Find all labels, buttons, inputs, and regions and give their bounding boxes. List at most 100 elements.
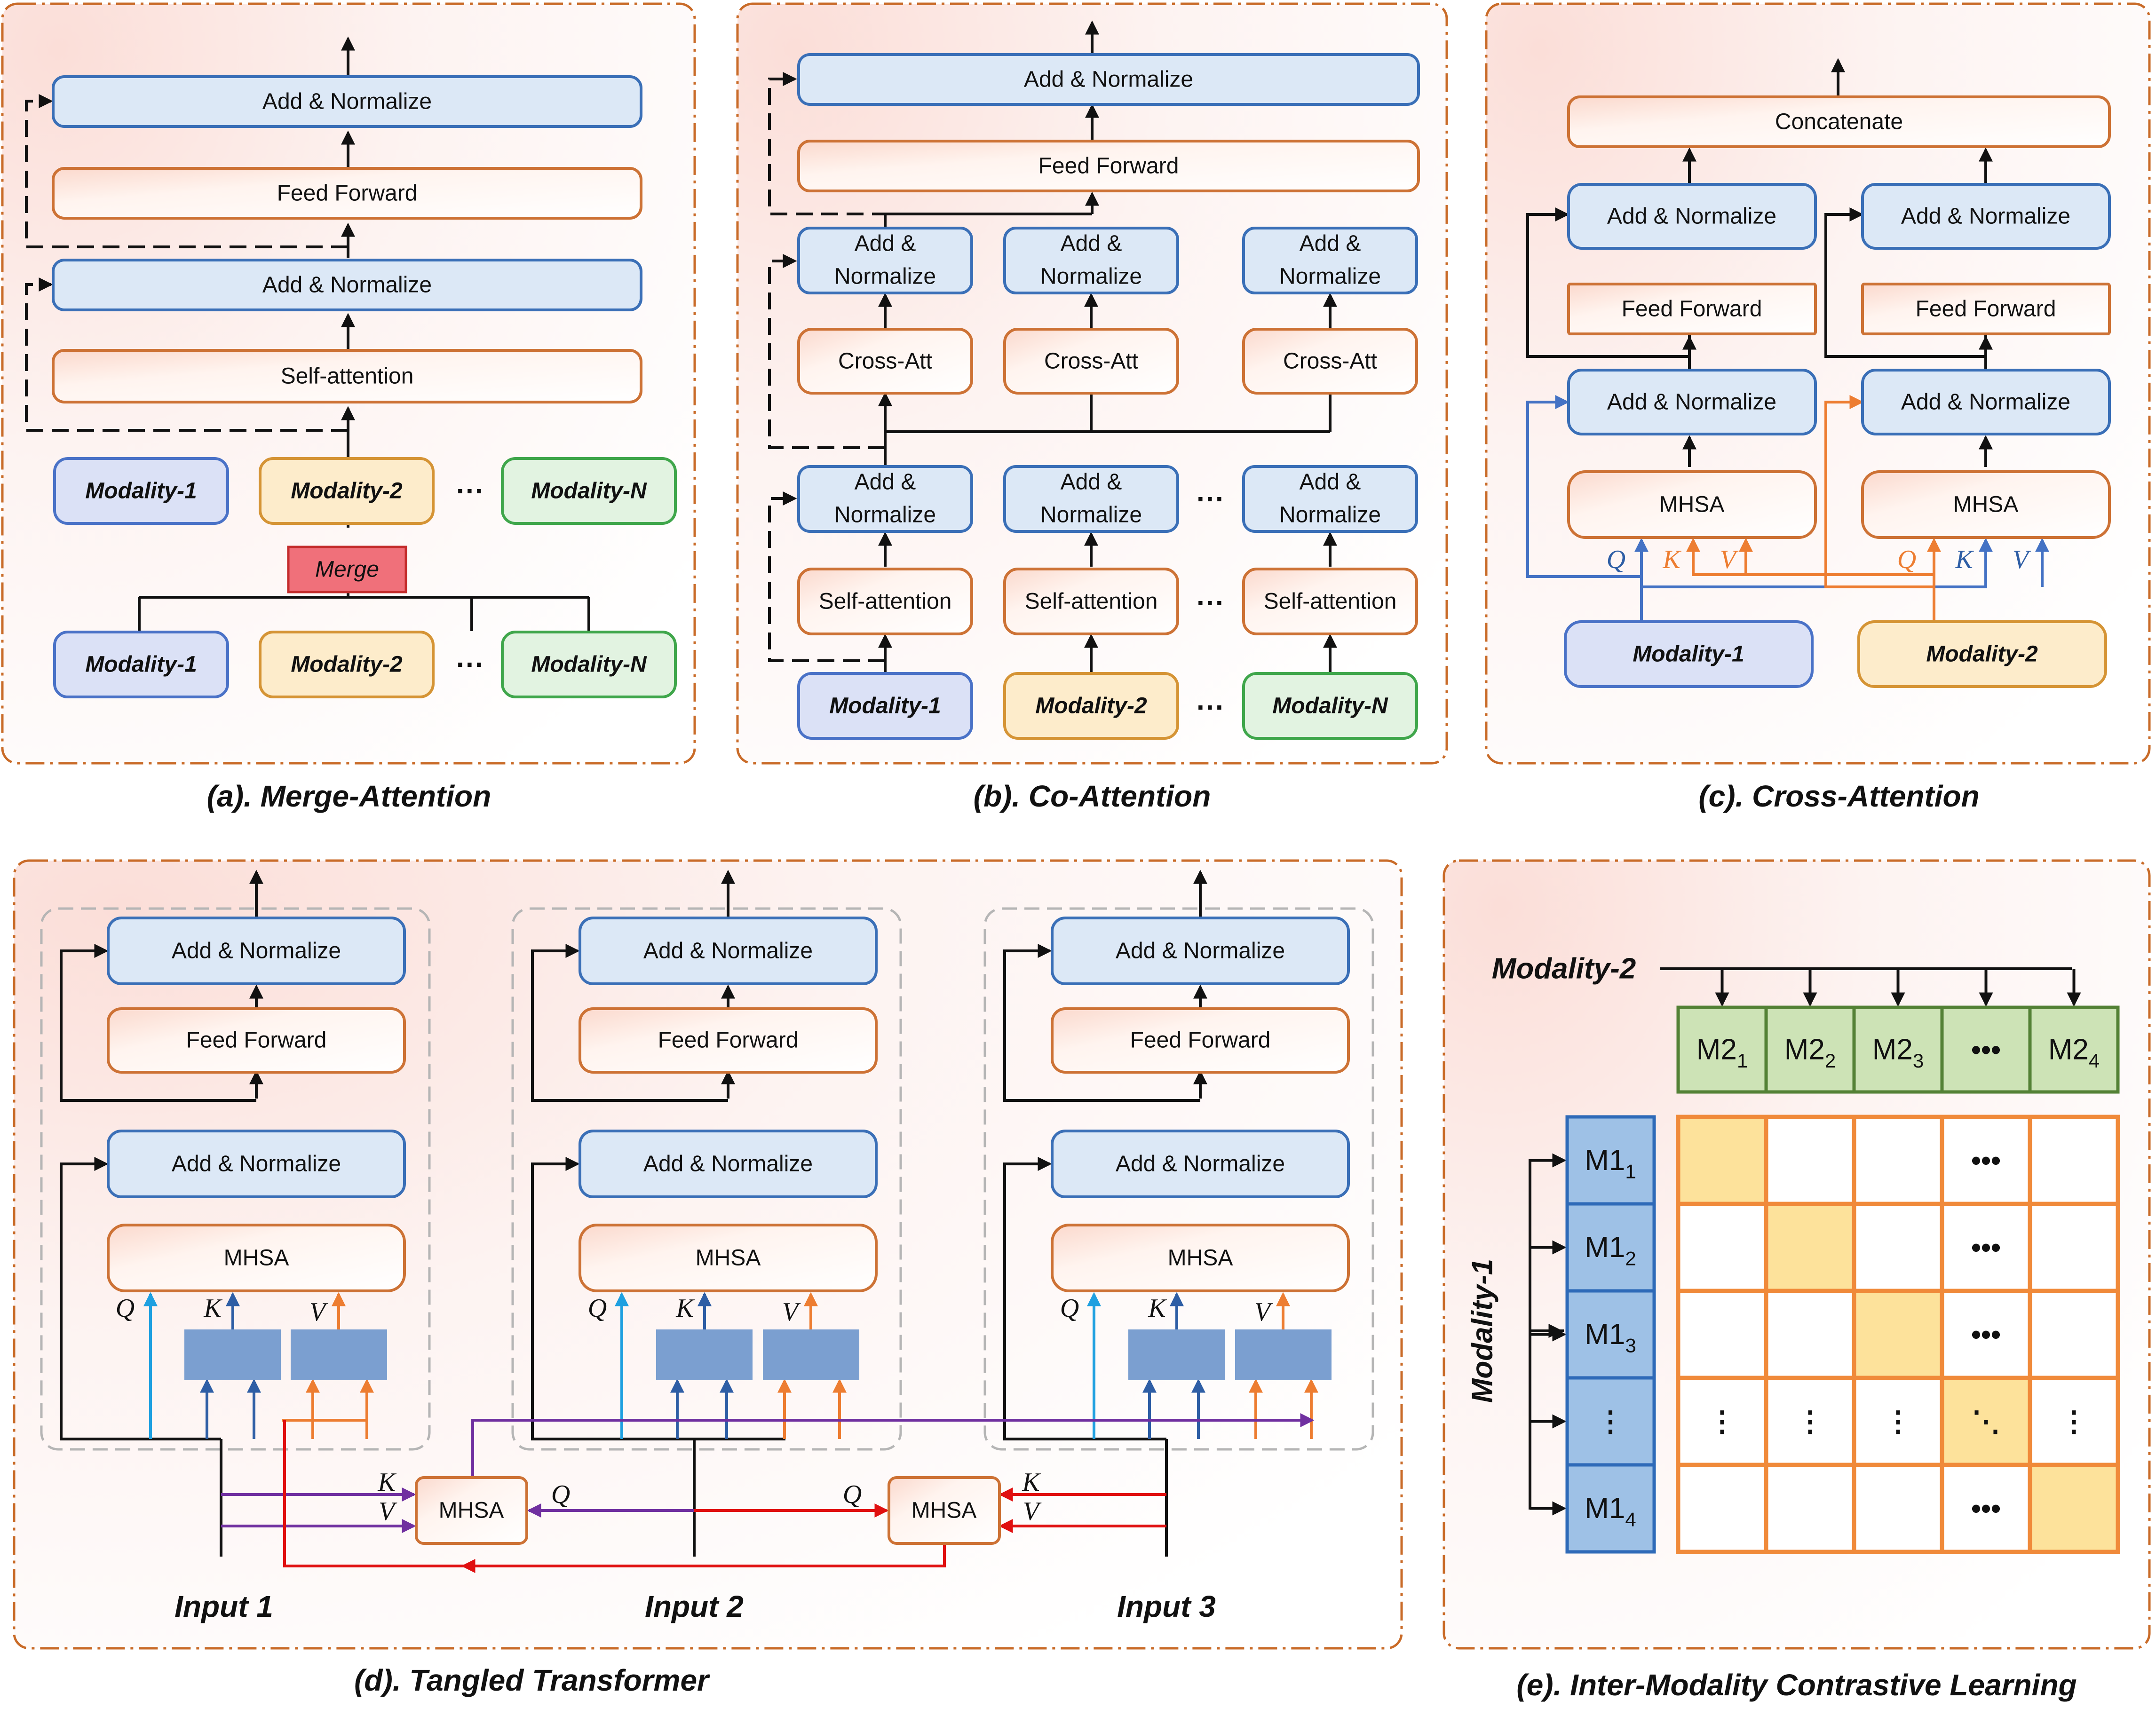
c-k-label-1: K bbox=[1662, 545, 1681, 574]
co-modality-n bbox=[1242, 672, 1418, 740]
panel-b-caption: (b). Co-Attention bbox=[974, 779, 1211, 813]
self-add-normalize-n-line2: Normalize bbox=[1279, 503, 1381, 528]
d-add-normalize-mid-1-label: Add & Normalize bbox=[172, 1152, 341, 1177]
d-v-projection-2 bbox=[763, 1329, 859, 1380]
c-mhsa-1-label: MHSA bbox=[1659, 492, 1725, 517]
d-k-projection-3 bbox=[1128, 1329, 1225, 1380]
d-add-normalize-mid-1 bbox=[107, 1130, 406, 1198]
c-add-normalize-top-1 bbox=[1567, 183, 1817, 250]
self-add-normalize-2-line2: Normalize bbox=[1040, 503, 1142, 528]
m2-cell-4 bbox=[1940, 1005, 2032, 1094]
co-self-attention-1-label: Self-attention bbox=[819, 589, 952, 614]
cross-att-n bbox=[1242, 328, 1418, 395]
merge-label: Merge bbox=[315, 557, 379, 582]
cross-add-normalize-1-line2: Normalize bbox=[834, 264, 936, 289]
grid-cell-2-1 bbox=[1676, 1202, 1768, 1293]
co-self-attention-n-label: Self-attention bbox=[1264, 589, 1397, 614]
concatenate bbox=[1567, 95, 2111, 148]
d-bottom-v-label-left: V bbox=[379, 1497, 397, 1526]
d-add-normalize-top-1-label: Add & Normalize bbox=[172, 939, 341, 964]
grid-dots-3-4: ••• bbox=[1971, 1319, 2001, 1350]
co-self-attention-1 bbox=[797, 568, 973, 635]
c-k-label-2: K bbox=[1955, 545, 1974, 574]
add-normalize-bottom-label: Add & Normalize bbox=[262, 273, 432, 298]
c-add-normalize-mid-2 bbox=[1861, 369, 2111, 435]
m1-cell-2 bbox=[1565, 1202, 1656, 1293]
grid-cell-5-5 bbox=[2028, 1463, 2120, 1554]
d-v-label-1: V bbox=[309, 1297, 328, 1327]
c-add-normalize-top-2 bbox=[1861, 183, 2111, 250]
co-ellipsis-3: ··· bbox=[1197, 692, 1225, 723]
d-bottom-mhsa-right-label: MHSA bbox=[912, 1498, 977, 1523]
cross-add-normalize-1-line1: Add & bbox=[855, 231, 916, 256]
d-add-normalize-top-1 bbox=[107, 917, 406, 985]
self-attention bbox=[52, 349, 642, 403]
self-add-normalize-1 bbox=[797, 465, 973, 533]
m2-cell-1 bbox=[1676, 1005, 1768, 1094]
upper-modality-2-label: Modality-2 bbox=[291, 479, 403, 504]
d-add-normalize-mid-3 bbox=[1051, 1130, 1350, 1198]
c-add-normalize-mid-1 bbox=[1567, 369, 1817, 435]
cross-add-normalize-2 bbox=[1003, 227, 1179, 294]
self-add-normalize-n bbox=[1242, 465, 1418, 533]
grid-cell-2-2 bbox=[1764, 1202, 1856, 1293]
lower-modality-2-label: Modality-2 bbox=[291, 652, 403, 677]
d-q-label-2: Q bbox=[588, 1294, 607, 1323]
lower-modality-n-label: Modality-N bbox=[531, 652, 647, 677]
e-top-arrows bbox=[1715, 969, 2081, 1007]
d-bottom-q-label-left: Q bbox=[551, 1480, 570, 1509]
d-group-3 bbox=[983, 907, 1374, 1451]
c-feed-forward-2-label: Feed Forward bbox=[1916, 297, 2056, 322]
self-add-normalize-1-line2: Normalize bbox=[834, 503, 936, 528]
upper-modality-n-label: Modality-N bbox=[531, 479, 647, 504]
c-modality-1-label: Modality-1 bbox=[1633, 642, 1744, 667]
grid-cell-5-2 bbox=[1764, 1463, 1856, 1554]
grid-cell-5-4 bbox=[1940, 1463, 2032, 1554]
panel-b-co-attention: Add & Normalize Feed Forward Add & Norma… bbox=[736, 2, 1448, 813]
d-k-label-1: K bbox=[203, 1294, 222, 1323]
cross-att-2 bbox=[1003, 328, 1179, 395]
panel-e-caption: (e). Inter-Modality Contrastive Learning bbox=[1516, 1668, 2077, 1702]
panel-a-caption: (a). Merge-Attention bbox=[207, 779, 491, 813]
d-group-2 bbox=[511, 907, 902, 1451]
d-bottom-mhsa-left bbox=[415, 1476, 528, 1545]
c-modality-2-label: Modality-2 bbox=[1926, 642, 2038, 667]
grid-dots-4-5: ⋮ bbox=[2060, 1406, 2088, 1437]
d-q-label-3: Q bbox=[1060, 1294, 1079, 1323]
self-add-normalize-2-line1: Add & bbox=[1061, 470, 1122, 495]
e-left-arrows bbox=[1530, 1153, 1567, 1516]
upper-modality-1 bbox=[53, 457, 229, 525]
grid-cell-4-4 bbox=[1940, 1376, 2032, 1467]
add-normalize-top-label: Add & Normalize bbox=[262, 89, 432, 114]
d-add-normalize-top-3 bbox=[1051, 917, 1350, 985]
grid-dots-4-1: ⋮ bbox=[1708, 1406, 1736, 1437]
upper-ellipsis: ··· bbox=[456, 475, 484, 507]
upper-modality-1-label: Modality-1 bbox=[85, 479, 197, 504]
self-add-normalize-n-line1: Add & bbox=[1300, 470, 1361, 495]
d-v-label-3: V bbox=[1254, 1297, 1273, 1327]
d-v-label-2: V bbox=[782, 1297, 801, 1327]
c-add-normalize-top-1-label: Add & Normalize bbox=[1607, 204, 1776, 229]
co-modality-n-label: Modality-N bbox=[1272, 694, 1388, 719]
m1-cell-4 bbox=[1565, 1376, 1656, 1467]
d-v-projection-1 bbox=[291, 1329, 387, 1380]
self-add-normalize-1-line1: Add & bbox=[855, 470, 916, 495]
c-q-label-1: Q bbox=[1607, 545, 1625, 574]
grid-dots-4-3: ⋮ bbox=[1884, 1406, 1912, 1437]
c-add-normalize-top-2-label: Add & Normalize bbox=[1901, 204, 2070, 229]
panel-a-merge-attention: Add & Normalize Feed Forward Add & Norma… bbox=[1, 2, 696, 813]
grid-cell-3-3 bbox=[1852, 1289, 1944, 1380]
co-modality-1-label: Modality-1 bbox=[829, 694, 941, 719]
grid-cell-4-3 bbox=[1852, 1376, 1944, 1467]
d-feed-forward-1-label: Feed Forward bbox=[186, 1028, 327, 1053]
m2-cell-4-label: ••• bbox=[1971, 1034, 2001, 1066]
self-add-normalize-2 bbox=[1003, 465, 1179, 533]
grid-cell-4-5 bbox=[2028, 1376, 2120, 1467]
panel-d-caption: (d). Tangled Transformer bbox=[354, 1663, 710, 1697]
c-add-normalize-mid-2-label: Add & Normalize bbox=[1901, 390, 2070, 415]
cross-add-normalize-n-line2: Normalize bbox=[1279, 264, 1381, 289]
d-feed-forward-2 bbox=[579, 1007, 878, 1074]
